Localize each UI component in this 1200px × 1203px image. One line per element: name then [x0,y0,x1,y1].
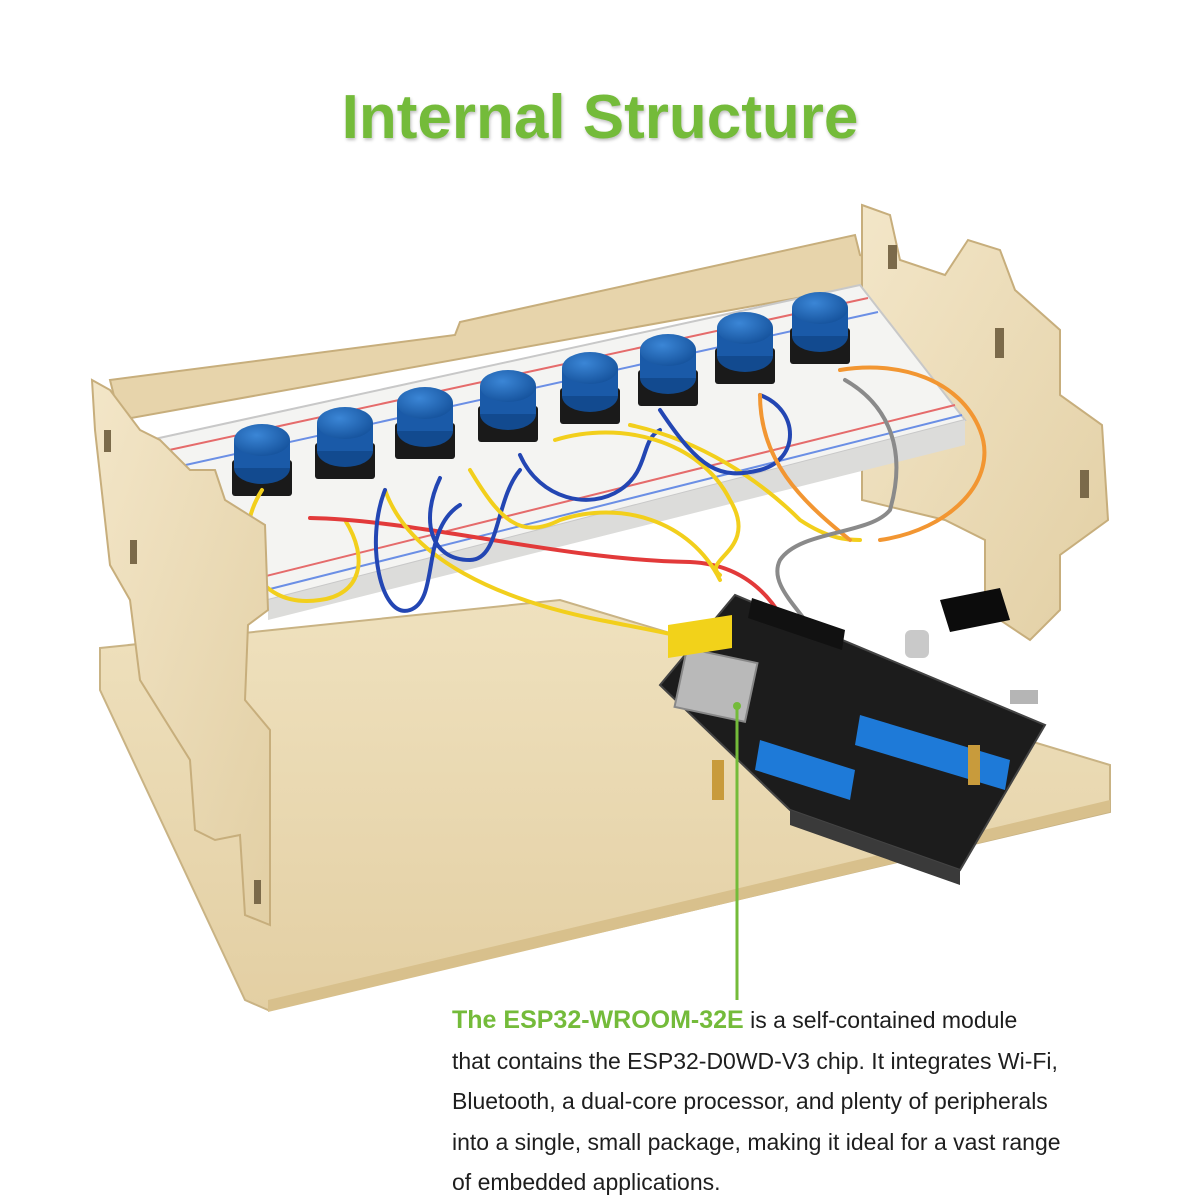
caption-line-3: Bluetooth, a dual-core processor, and pl… [452,1088,1048,1114]
wire-blue-3 [518,428,662,502]
push-button-icon [478,370,538,442]
right-wooden-panel [861,203,1110,642]
push-button-icon [232,424,292,496]
page-title: Internal Structure [341,83,859,152]
push-buttons [232,292,850,496]
standoff-left [712,760,724,800]
push-button-icon [715,312,775,384]
caption-line-2: that contains the ESP32-D0WD-V3 chip. It… [452,1047,1058,1074]
caption-line-4: into a single, small package, making it … [452,1128,1061,1155]
caption-line-5: of embedded applications. [452,1169,721,1195]
standoff-right [968,745,980,785]
caption-line-1: is a self-contained module [743,1007,1018,1033]
push-button-icon [638,334,698,406]
wire-orange-1 [758,393,852,542]
push-button-icon [790,292,850,364]
wire-yellow-3 [468,468,722,582]
wire-yellow-4 [553,430,741,577]
wire-orange-2 [838,365,987,542]
wire-blue-1 [373,488,462,613]
push-button-icon [315,407,375,479]
push-button-icon [395,387,455,459]
wire-gray-1 [775,378,899,622]
wire-blue-2 [428,468,522,563]
wire-blue-4 [658,393,792,476]
esp32-board [658,588,1047,885]
wire-yellow-5 [628,423,862,542]
callout-pointer [733,702,741,1000]
esp32-description: The ESP32-WROOM-32E is a self-contained … [452,1000,1172,1203]
push-button-icon [560,352,620,424]
back-wooden-rail [108,233,872,422]
left-wooden-panel [90,378,271,927]
esp32-model-highlight: The ESP32-WROOM-32E [452,1006,744,1034]
